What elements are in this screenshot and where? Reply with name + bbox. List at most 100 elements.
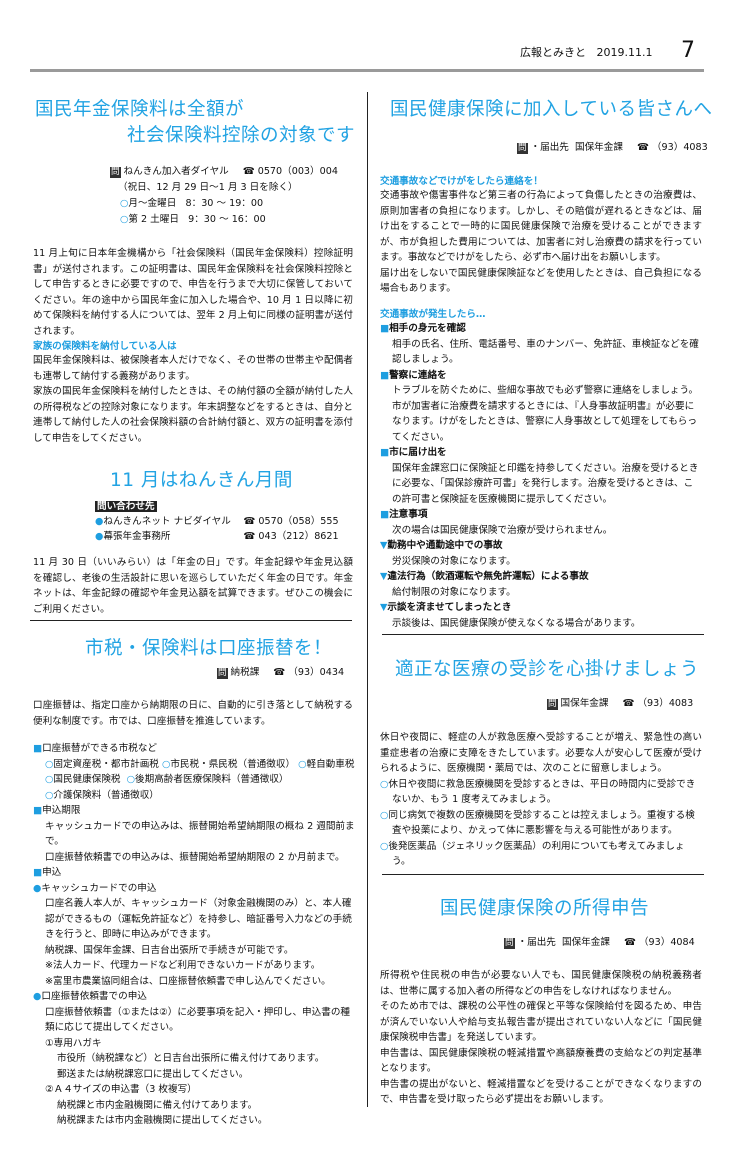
contact-note: （祝日、12 月 29 日～1 月 3 日を除く）	[118, 182, 298, 193]
column-divider	[367, 92, 368, 1107]
case-heading: 違法行為（飲酒運転や無免許運転）による事故	[387, 571, 589, 582]
contact-row: ●幕張年金事務所 ☎ 043（212）8621	[95, 529, 339, 544]
month-body: 11 月 30 日（いいみらい）は「年金の日」です。年金記録や年金見込額を確認し…	[33, 557, 353, 615]
pension-contact: 問ねんきん加入者ダイヤル☎0570（003）004 （祝日、12 月 29 日～…	[110, 164, 338, 228]
contact-name: 幕張年金事務所	[103, 531, 171, 542]
list-heading: 口座振替依頼書での申込	[41, 991, 147, 1002]
page-number: 7	[681, 38, 695, 63]
care-body: 休日や夜間に、軽症の人が救急医療へ受診することが増え、緊急性の高い重症患者の治療…	[380, 730, 702, 870]
option-heading: ②Ａ４サイズの申込書（3 枚複写）	[45, 1084, 197, 1095]
step-heading: 市に届け出を	[389, 447, 447, 458]
nhi-title: 国民健康保険に加入している皆さんへ	[390, 99, 713, 120]
step-heading: 警察に連絡を	[389, 369, 447, 381]
contact-label: ・届出先	[517, 937, 556, 948]
income-title: 国民健康保険の所得申告	[440, 898, 650, 919]
hours-time: 9：30 ～ 16：00	[188, 214, 266, 225]
list-heading: キャッシュカードでの申込	[41, 882, 157, 894]
pension-title-line1: 国民年金保険料は全額が	[35, 99, 245, 120]
card-note: ※法人カード、代理カードなど利用できないカードがあります。	[45, 960, 321, 971]
step-text: 国保年金課窓口に保険証と印鑑を持参してください。治療を受けるときに必要な、「国保…	[392, 462, 699, 505]
contact-phone: 043（212）8621	[258, 531, 339, 542]
option-text: 納税課または市内金融機関に提出してください。	[57, 1115, 268, 1126]
care-para: 休日や夜間に、軽症の人が救急医療へ受診することが増え、緊急性の高い重症患者の治療…	[380, 732, 702, 774]
hours-time: 8：30 ～ 19：00	[185, 198, 264, 209]
phone-icon: ☎	[243, 516, 256, 527]
nhi-heading-1: 交通事故などでけがをしたら連絡を！	[380, 176, 543, 187]
transfer-details: ■口座振替ができる市税など ○固定資産税・都市計画税 ○市民税・県民税（普通徴収…	[33, 741, 355, 1129]
income-body: 所得税や住民税の申告が必要ない人でも、国民健康保険税の納税義務者は、世帯に属する…	[380, 968, 702, 1108]
square-icon: ■	[33, 743, 43, 754]
header-rule	[30, 69, 704, 72]
contact-dept: 国保年金課	[560, 698, 609, 709]
card-note: ※富里市農業協同組合は、口座振替依頼書で申し込んでください。	[45, 975, 331, 987]
triangle-icon: ▼	[380, 540, 388, 551]
family-body-1: 国民年金保険料は、被保険者本人だけでなく、その世帯の世帯主や配偶者も連帯して納付…	[33, 355, 353, 382]
hours-label: 月～金曜日	[128, 198, 177, 209]
section-divider	[382, 874, 704, 875]
circle-icon: ○	[298, 758, 307, 770]
nhi-heading-2: 交通事故が発生したら…	[380, 309, 486, 320]
pension-body: 11 月上旬に日本年金機構から「社会保険料（国民年金保険料）控除証明書」が送付さ…	[33, 248, 353, 337]
family-body: 国民年金保険料は、被保険者本人だけでなく、その世帯の世帯主や配偶者も連帯して納付…	[33, 353, 353, 446]
step-heading: 注意事項	[389, 509, 428, 520]
list-heading: 申込期限	[42, 805, 81, 816]
contact-phone: （93）4083	[651, 142, 708, 153]
hours-label: 第 2 土曜日	[128, 214, 179, 225]
phone-icon: ☎	[636, 142, 649, 153]
deadline-text: 口座振替依頼書での申込みは、振替開始希望納期限の 2 か月前まで。	[45, 851, 345, 863]
card-text: 納税課、国保年金課、日吉台出張所で手続きが可能です。	[45, 944, 294, 956]
square-icon: ■	[380, 509, 390, 520]
option-text: 市役所（納税課など）と日吉台出張所に備え付けてあります。	[57, 1053, 325, 1064]
contact-dept: 国保年金課	[562, 937, 610, 948]
case-heading: 示談を済ませてしまったとき	[387, 602, 512, 613]
square-icon: ■	[33, 805, 43, 816]
dot-icon: ●	[95, 531, 104, 542]
phone-icon: ☎	[243, 531, 256, 542]
phone-icon: ☎	[273, 667, 286, 678]
inquiry-icon: 問	[504, 938, 515, 949]
contact-phone: 0570（058）555	[258, 516, 339, 527]
nhi-steps: ■相手の身元を確認 相手の氏名、住所、電話番号、車のナンバー、免許証、車検証など…	[380, 321, 702, 631]
nhi-para: 届け出をしないで国民健康保険証などを使用したときは、自己負担になる場合もあります…	[380, 267, 702, 295]
contact-phone: （93）4083	[637, 698, 694, 709]
nhi-body: 交通事故や傷害事件など第三者の行為によって負傷したときの治療費は、原則加害者の負…	[380, 188, 702, 297]
deadline-text: キャッシュカードでの申込みは、振替開始希望納期限の概ね 2 週間前まで。	[45, 820, 355, 848]
income-para: そのため市では、課税の公平性の確保と平等な保険給付を図るため、申告が済んでいない…	[380, 1001, 702, 1043]
contact-phone: 0570（003）004	[257, 166, 338, 177]
pension-title-line2: 社会保険料控除の対象です	[127, 125, 356, 146]
tax-item: 後期高齢者医療保険料（普通徴収）	[135, 774, 289, 785]
contact-phone: （93）0434	[288, 667, 345, 678]
step-text: 次の場合は国民健康保険で治療が受けられません。	[392, 524, 613, 536]
option-heading: ①専用ハガキ	[45, 1037, 102, 1049]
contact-dept: 国保年金課	[575, 142, 623, 153]
care-contact: 問国保年金課☎（93）4083	[547, 696, 693, 712]
phone-icon: ☎	[623, 937, 636, 948]
section-divider	[30, 620, 352, 621]
case-text: 給付制限の対象になります。	[392, 586, 516, 598]
income-para: 申告書の提出がないと、軽減措置などを受けることができなくなりますので、申告書を受…	[380, 1078, 702, 1106]
month-contacts: 問い合わせ先 ●ねんきんネット ナビダイヤル☎ 0570（058）555 ●幕張…	[95, 499, 339, 544]
nhi-contact: 問・届出先 国保年金課☎（93）4083	[517, 140, 708, 156]
tax-item: 介護保険料（普通徴収）	[53, 789, 159, 801]
contact-dept: 納税課	[230, 667, 260, 678]
care-point: 同じ病気で複数の医療機関を受診することは控えましょう。重複する検査や投薬により、…	[388, 809, 695, 837]
transfer-contact: 問納税課☎（93）0434	[217, 665, 344, 681]
inquiry-label: 問い合わせ先	[95, 501, 157, 512]
option-text: 納税課と市内金融機関に備え付けてあります。	[57, 1099, 258, 1111]
hours-row: ○第 2 土曜日 9：30 ～ 16：00	[110, 212, 338, 228]
dot-icon: ●	[33, 991, 42, 1002]
circle-icon: ○	[380, 840, 389, 852]
family-body-2: 家族の国民年金保険料を納付したときは、その納付額の全額が納付した人の所得税などの…	[33, 386, 353, 444]
triangle-icon: ▼	[380, 571, 388, 582]
nhi-para: 交通事故や傷害事件など第三者の行為によって負傷したときの治療費は、原則加害者の負…	[380, 190, 702, 263]
case-text: 示談後は、国民健康保険が使えなくなる場合があります。	[392, 617, 641, 629]
inquiry-icon: 問	[110, 167, 121, 178]
step-text: トラブルを防ぐために、些細な事故でも必ず警察に連絡をしましょう。市が加害者に治療…	[392, 385, 699, 443]
form-text: 口座振替依頼書（①または②）に必要事項を記入・押印し、申込書の種類に応じて提出し…	[45, 1006, 351, 1034]
care-point: 休日や夜間に救急医療機関を受診するときは、平日の時間内に受診できないか、もう 1…	[388, 778, 696, 806]
dot-icon: ●	[95, 516, 104, 527]
inquiry-icon: 問	[547, 699, 558, 710]
care-title: 適正な医療の受診を心掛けましょう	[395, 659, 700, 680]
case-text: 労災保険の対象になります。	[392, 555, 516, 567]
case-heading: 勤務中や通勤途中での事故	[387, 540, 503, 551]
